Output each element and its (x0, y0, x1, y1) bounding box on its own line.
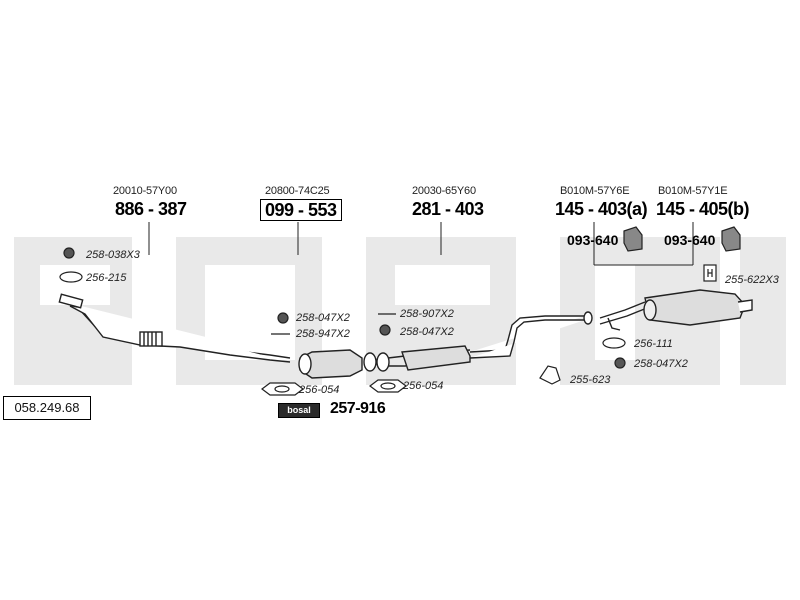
part-label: 258-907X2 (400, 308, 454, 320)
bosal-ref-1: 886 - 387 (115, 199, 187, 219)
oem-number-5: B010M-57Y1E (658, 185, 728, 197)
part-label: 258-947X2 (296, 328, 350, 340)
part-label: 256-215 (86, 272, 127, 284)
part-symbols (59, 226, 741, 396)
oem-number-2: 20800-74C25 (265, 185, 330, 197)
mount-ref-b: 093-640 (664, 232, 716, 248)
part-label: 256-054 (299, 384, 340, 396)
mount-ref-a: 093-640 (567, 232, 619, 248)
part-label: 255-623 (570, 374, 611, 386)
center-pipe (376, 311, 593, 372)
oem-number-4: B010M-57Y6E (560, 185, 630, 197)
leader-lines (148, 222, 694, 266)
bosal-ref-2: 099 - 553 (260, 199, 342, 221)
part-label: 258-047X2 (296, 312, 350, 324)
part-label: 256-054 (403, 380, 444, 392)
part-label: 258-047X2 (634, 358, 688, 370)
oem-number-3: 20030-65Y60 (412, 185, 476, 197)
catalytic-converter (298, 349, 377, 379)
brand-badge: bosal (278, 403, 320, 418)
part-label: 256-111 (634, 338, 673, 350)
kit-ref: 257-916 (330, 400, 386, 417)
bosal-ref-4: 145 - 403(a) (555, 199, 648, 219)
catalog-number: 058.249.68 (3, 396, 91, 420)
part-label: 258-047X2 (400, 326, 454, 338)
bosal-ref-5: 145 - 405(b) (656, 199, 750, 219)
rear-silencer (599, 289, 753, 331)
part-label: 255-622X3 (725, 274, 779, 286)
front-pipe (58, 293, 291, 363)
part-label: 258-038X3 (86, 249, 140, 261)
bosal-ref-3: 281 - 403 (412, 199, 484, 219)
oem-number-1: 20010-57Y00 (113, 185, 177, 197)
